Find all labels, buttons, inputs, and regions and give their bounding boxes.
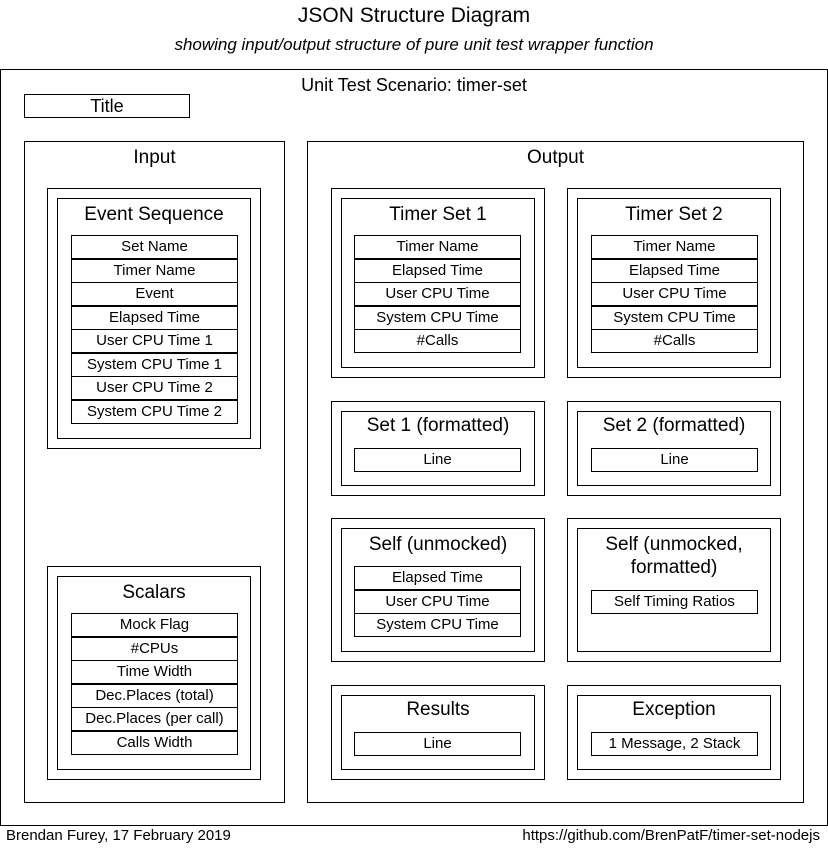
field-row: Dec.Places (per call) — [71, 707, 238, 731]
field-row: Elapsed Time — [591, 258, 758, 283]
timer-set-1-label: Timer Set 1 — [389, 204, 487, 225]
field-row: Elapsed Time — [71, 305, 238, 330]
field-row: Dec.Places (total) — [71, 683, 238, 708]
diagram-subtitle: showing input/output structure of pure u… — [174, 35, 654, 54]
self-unmocked-label: Self (unmocked) — [368, 534, 508, 555]
self-unmocked-formatted-label-line-2: formatted) — [630, 557, 718, 578]
event-sequence-label: Event Sequence — [84, 204, 224, 225]
field-row: System CPU Time 1 — [71, 352, 238, 377]
field-row: Set Name — [71, 235, 238, 259]
field-row: Time Width — [71, 660, 238, 684]
footer-url[interactable]: https://github.com/BrenPatF/timer-set-no… — [522, 827, 820, 844]
field-row: System CPU Time 2 — [71, 399, 238, 424]
field-row: System CPU Time — [591, 305, 758, 330]
field-row: Timer Name — [71, 258, 238, 283]
field-row: Calls Width — [71, 730, 238, 755]
field-row: User CPU Time 2 — [71, 376, 238, 400]
set-2-formatted-label: Set 2 (formatted) — [602, 415, 746, 436]
footer-author-date: Brendan Furey, 17 February 2019 — [6, 827, 231, 844]
field-row: Elapsed Time — [354, 566, 521, 590]
field-row: Line — [354, 448, 521, 472]
exception-label: Exception — [632, 699, 716, 720]
field-row: Timer Name — [354, 235, 521, 259]
field-row: Event — [71, 282, 238, 306]
field-row: Elapsed Time — [354, 258, 521, 283]
field-row: #Calls — [354, 329, 521, 353]
field-row: User CPU Time — [354, 589, 521, 614]
diagram-title: JSON Structure Diagram — [297, 4, 531, 27]
output-label: Output — [526, 147, 585, 168]
input-label: Input — [133, 147, 176, 168]
field-row: User CPU Time 1 — [71, 329, 238, 353]
field-row: Line — [591, 448, 758, 472]
self-unmocked-formatted-label-line-1: Self (unmocked, — [605, 534, 743, 555]
field-row: #CPUs — [71, 636, 238, 661]
field-row: Mock Flag — [71, 613, 238, 637]
title-field-label: Title — [90, 96, 124, 116]
title-field-box: Title — [24, 94, 190, 118]
set-1-formatted-label: Set 1 (formatted) — [366, 415, 510, 436]
results-label: Results — [406, 699, 470, 720]
scalars-label: Scalars — [122, 582, 186, 603]
field-row: #Calls — [591, 329, 758, 353]
field-row: System CPU Time — [354, 305, 521, 330]
field-row: Timer Name — [591, 235, 758, 259]
field-row: User CPU Time — [591, 282, 758, 306]
field-row: System CPU Time — [354, 613, 521, 637]
field-row: User CPU Time — [354, 282, 521, 306]
scenario-label: Unit Test Scenario: timer-set — [301, 75, 527, 95]
timer-set-2-label: Timer Set 2 — [625, 204, 723, 225]
field-row: Line — [354, 732, 521, 756]
field-row: 1 Message, 2 Stack — [591, 732, 758, 756]
field-row: Self Timing Ratios — [591, 590, 758, 614]
